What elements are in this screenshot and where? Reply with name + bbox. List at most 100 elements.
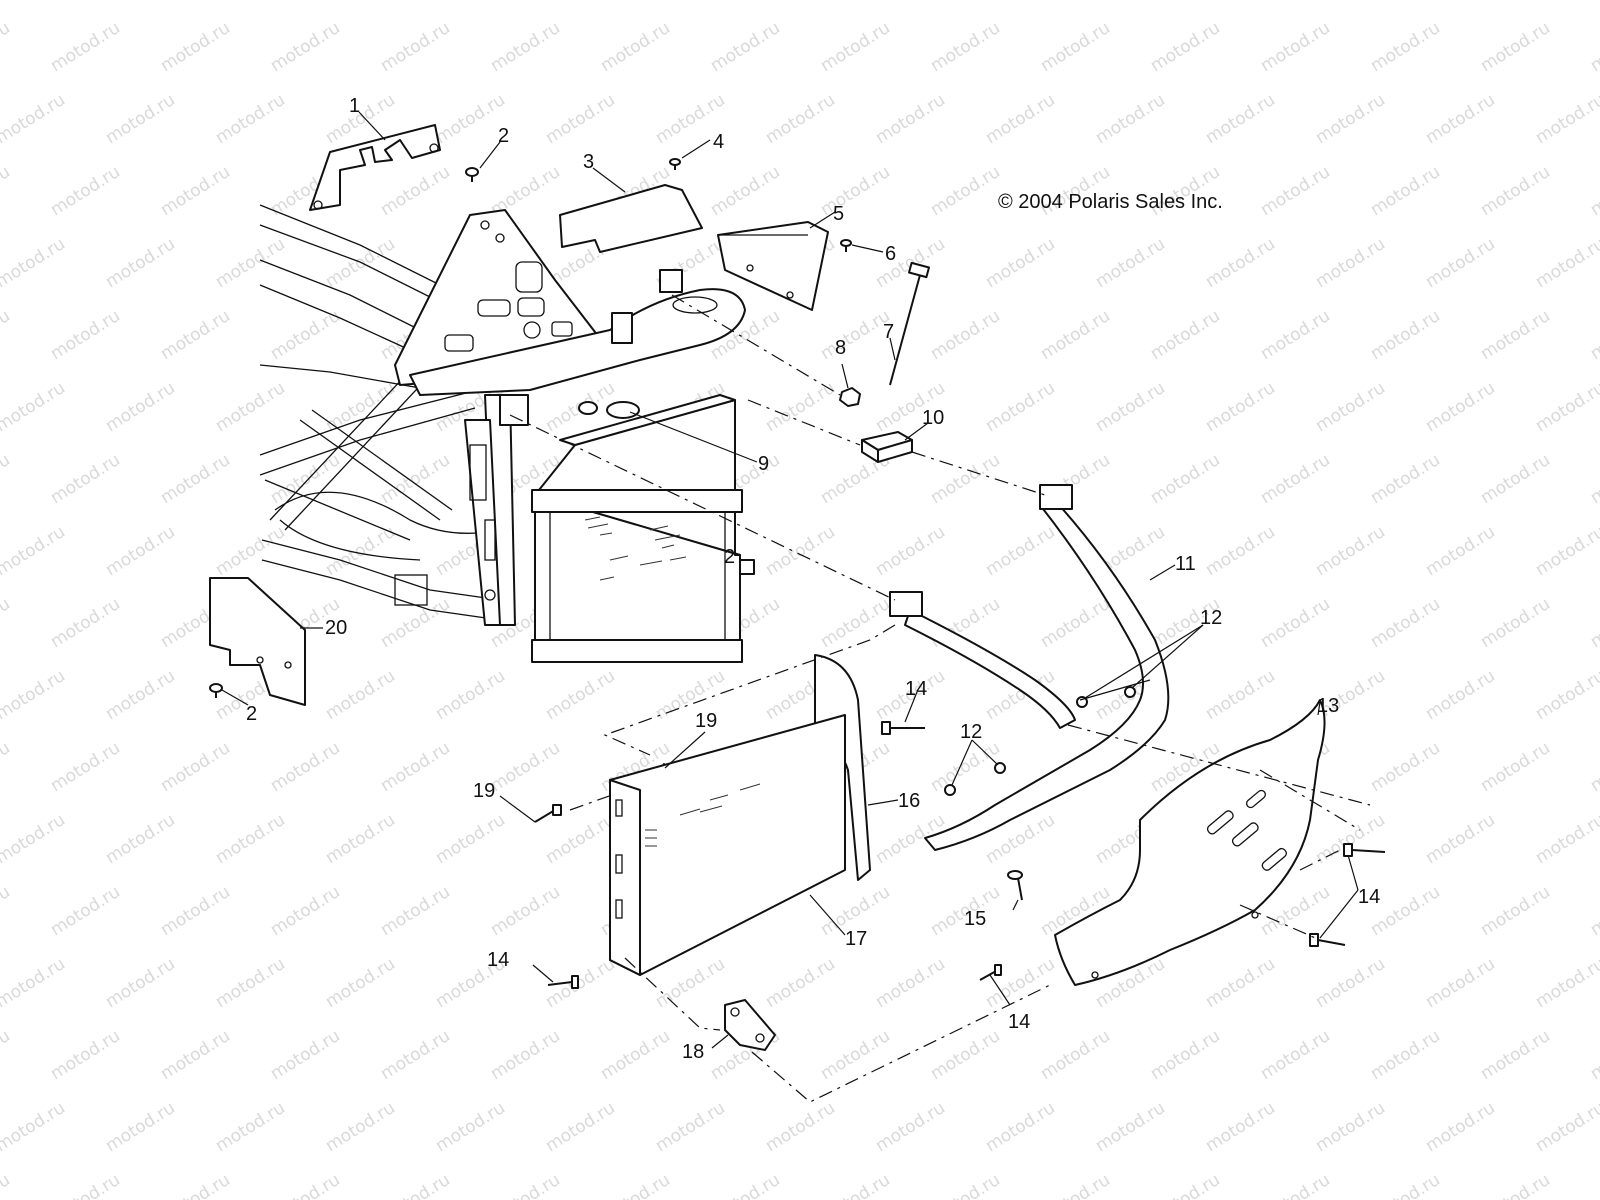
callout-7: 7 xyxy=(883,321,894,343)
watermark-text: motod.ru xyxy=(1422,90,1499,148)
watermark-text: motod.ru xyxy=(487,1026,564,1084)
callout-4: 4 xyxy=(713,131,724,153)
watermark-text: motod.ru xyxy=(322,378,399,436)
callout-labels: 1 2 2 2 3 4 5 6 7 8 9 10 11 12 12 13 14 … xyxy=(246,95,1380,1063)
watermark-text: motod.ru xyxy=(1202,954,1279,1012)
watermark-text: motod.ru xyxy=(872,1098,949,1156)
watermark-text: motod.ru xyxy=(1147,306,1224,364)
watermark-text: motod.ru xyxy=(157,162,234,220)
watermark-text: motod.ru xyxy=(1257,18,1334,76)
leader-lines xyxy=(221,111,1359,1049)
watermark-text: motod.ru xyxy=(1312,954,1389,1012)
watermark-text: motod.ru xyxy=(322,666,399,724)
watermark-text: motod.ru xyxy=(47,1026,124,1084)
watermark-text: motod.ru xyxy=(0,522,69,580)
part-17-shroud xyxy=(609,714,846,976)
watermark-text: motod.ru xyxy=(1477,18,1554,76)
watermark-text: motod.ru xyxy=(927,18,1004,76)
assembly-lines xyxy=(509,294,1371,1103)
skid-plate-slots xyxy=(1091,789,1287,979)
watermark-text: motod.ru xyxy=(817,594,894,652)
watermark-text: motod.ru xyxy=(1422,666,1499,724)
watermark-text: motod.ru xyxy=(872,954,949,1012)
watermark-text: motod.ru xyxy=(157,1026,234,1084)
watermark-text: motod.ru xyxy=(1532,810,1600,868)
callout-12: 12 xyxy=(1200,607,1222,629)
callout-14: 14 xyxy=(1358,886,1380,908)
watermark-text: motod.ru xyxy=(487,18,564,76)
watermark-text: motod.ru xyxy=(1587,594,1600,652)
watermark-text: motod.ru xyxy=(102,378,179,436)
watermark-text: motod.ru xyxy=(762,522,839,580)
watermark-text: motod.ru xyxy=(1037,306,1114,364)
watermark-text: motod.ru xyxy=(1477,450,1554,508)
watermark-text: motod.ru xyxy=(432,1098,509,1156)
callout-12: 12 xyxy=(960,721,982,743)
watermark-text: motod.ru xyxy=(1532,1098,1600,1156)
watermark-text: motod.ru xyxy=(982,234,1059,292)
watermark-text: motod.ru xyxy=(1367,738,1444,796)
watermark-text: motod.ru xyxy=(1312,234,1389,292)
watermark-text: motod.ru xyxy=(1587,306,1600,364)
watermark-text: motod.ru xyxy=(707,18,784,76)
watermark-text: motod.ru xyxy=(267,882,344,940)
watermark-text: motod.ru xyxy=(1257,1170,1334,1200)
watermark-text: motod.ru xyxy=(1367,306,1444,364)
part-20-shield xyxy=(209,577,306,706)
part-5-bracket xyxy=(717,221,829,311)
watermark-text: motod.ru xyxy=(47,594,124,652)
watermark-text: motod.ru xyxy=(212,90,289,148)
callout-19: 19 xyxy=(473,780,495,802)
callout-13: 13 xyxy=(1317,695,1339,717)
watermark-text: motod.ru xyxy=(1587,882,1600,940)
watermark-text: motod.ru xyxy=(1532,234,1600,292)
watermark-text: motod.ru xyxy=(1587,1026,1600,1084)
watermark-text: motod.ru xyxy=(1587,18,1600,76)
watermark-text: motod.ru xyxy=(1092,90,1169,148)
watermark-text: motod.ru xyxy=(817,162,894,220)
watermark-text: motod.ru xyxy=(47,450,124,508)
watermark-text: motod.ru xyxy=(1532,522,1600,580)
watermark-text: motod.ru xyxy=(652,0,729,4)
watermark-text: motod.ru xyxy=(707,162,784,220)
watermark-text: motod.ru xyxy=(1477,594,1554,652)
watermark-text: motod.ru xyxy=(1037,18,1114,76)
watermark-text: motod.ru xyxy=(1477,882,1554,940)
watermark-text: motod.ru xyxy=(1202,234,1279,292)
watermark-text: motod.ru xyxy=(872,234,949,292)
callout-14: 14 xyxy=(487,949,509,971)
copyright-notice: © 2004 Polaris Sales Inc. xyxy=(998,191,1223,213)
watermark-text: motod.ru xyxy=(1092,234,1169,292)
watermark-text: motod.ru xyxy=(1257,162,1334,220)
watermark-text: motod.ru xyxy=(0,90,69,148)
watermark-text: motod.ru xyxy=(157,450,234,508)
watermark-text: motod.ru xyxy=(377,1170,454,1200)
watermark-text: motod.ru xyxy=(432,666,509,724)
watermark-text: motod.ru xyxy=(0,1026,14,1084)
watermark-text: motod.ru xyxy=(597,1026,674,1084)
watermark-text: motod.ru xyxy=(157,306,234,364)
watermark-text: motod.ru xyxy=(927,738,1004,796)
watermark-text: motod.ru xyxy=(1477,1026,1554,1084)
watermark-text: motod.ru xyxy=(872,90,949,148)
watermark-text: motod.ru xyxy=(0,162,14,220)
callout-16: 16 xyxy=(898,790,920,812)
watermark-text: motod.ru xyxy=(1092,1098,1169,1156)
watermark-text: motod.ru xyxy=(377,162,454,220)
watermark-text: motod.ru xyxy=(322,810,399,868)
watermark-text: motod.ru xyxy=(102,666,179,724)
watermark-text: motod.ru xyxy=(1532,0,1600,4)
watermark-text: motod.ru xyxy=(102,1098,179,1156)
watermark-text: motod.ru xyxy=(1477,738,1554,796)
watermark-text: motod.ru xyxy=(0,378,69,436)
watermark-text: motod.ru xyxy=(1202,378,1279,436)
watermark-text: motod.ru xyxy=(872,522,949,580)
radiator xyxy=(531,394,755,663)
chassis-frame xyxy=(259,204,746,626)
watermark-text: motod.ru xyxy=(762,378,839,436)
watermark-text: motod.ru xyxy=(1147,450,1224,508)
watermark-text: motod.ru xyxy=(1037,1026,1114,1084)
watermark-text: motod.ru xyxy=(47,882,124,940)
callout-2: 2 xyxy=(498,125,509,147)
watermark-text: motod.ru xyxy=(762,954,839,1012)
